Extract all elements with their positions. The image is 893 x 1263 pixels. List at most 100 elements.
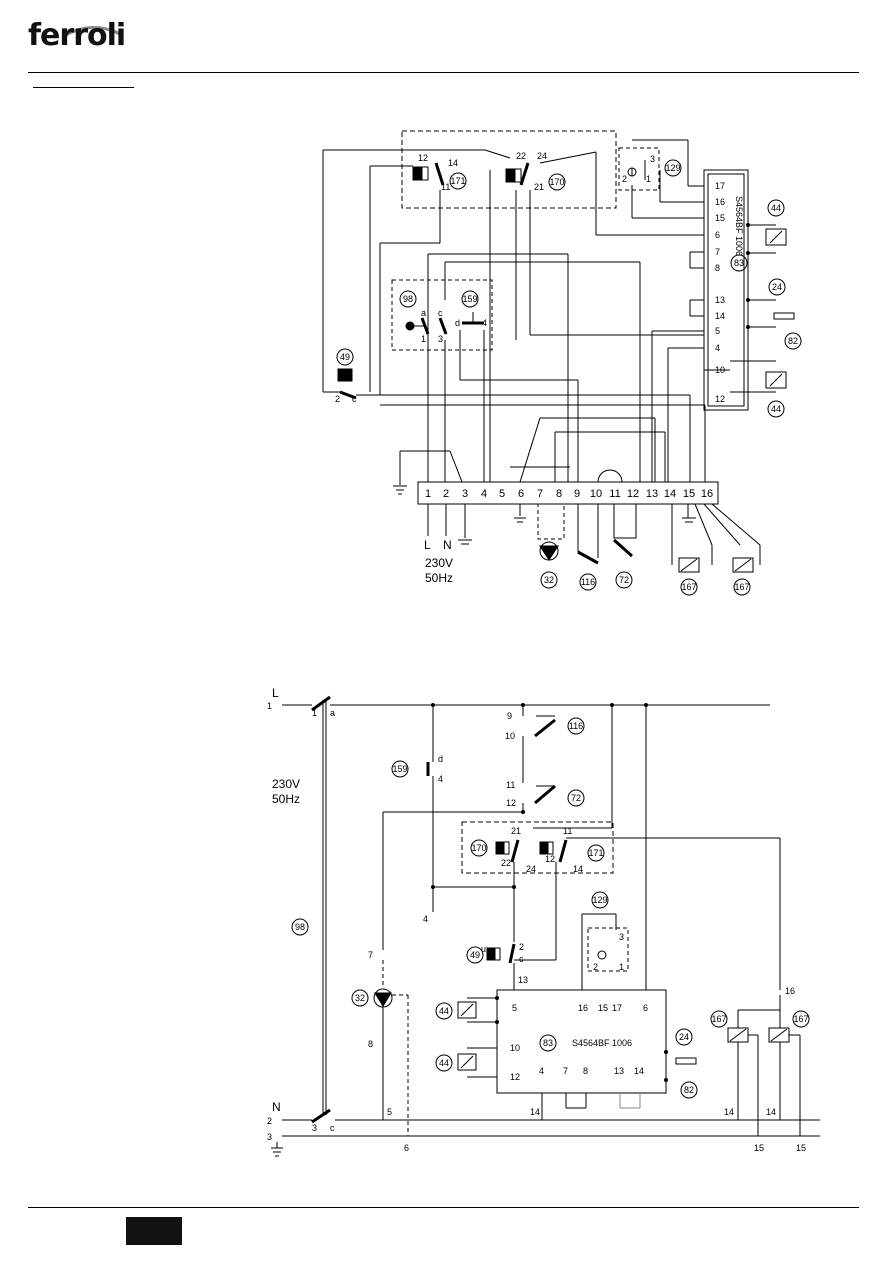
contact-12-bottom: 12 (545, 854, 555, 864)
contact-24-top: 24 (537, 151, 547, 161)
terminal-7: 7 (537, 488, 543, 500)
contact-1-98-top: 1 (421, 334, 426, 344)
ref-159-top: 159 (462, 294, 477, 304)
ref-171-bottom: 171 (588, 848, 603, 858)
contact-4-159-top: 4 (482, 318, 487, 328)
contact-c-98-bottom: c (330, 1123, 335, 1133)
pin-4-top: 4 (715, 343, 720, 353)
board-pin-17-bottom: 17 (612, 1003, 622, 1013)
controller-model-bottom: S4564BF 1006 (572, 1038, 632, 1048)
ref-24-bottom: 24 (679, 1032, 689, 1042)
contact-1-129-bottom: 1 (619, 962, 624, 972)
ref-82-bottom: 82 (684, 1085, 694, 1095)
contact-3-129-top: 3 (650, 154, 655, 164)
terminal-11: 11 (609, 488, 620, 500)
controller-model-top: S4564BF 1006 (734, 196, 744, 256)
contact-2-129-top: 2 (622, 174, 627, 184)
contact-14-bottom: 14 (573, 864, 583, 874)
terminal-10: 10 (590, 488, 602, 500)
contact-3-98-bottom: 3 (312, 1123, 317, 1133)
board-pin-14-bottom: 14 (634, 1066, 644, 1076)
board-pin-8-bottom: 8 (583, 1066, 588, 1076)
terminal-9: 9 (574, 488, 580, 500)
board-pin-10-bottom: 10 (510, 1043, 520, 1053)
ref-72-top: 72 (619, 575, 629, 585)
terminal-4: 4 (481, 488, 487, 500)
node-16-bottom: 16 (785, 986, 795, 996)
terminal-8: 8 (556, 488, 562, 500)
node-12-bottom: 12 (506, 798, 516, 808)
node-5-bottom: 5 (387, 1107, 392, 1117)
ref-32-bottom: 32 (355, 993, 365, 1003)
pin-17-top: 17 (715, 181, 725, 191)
terminal-13: 13 (646, 488, 658, 500)
terminal-12: 12 (627, 488, 639, 500)
pin-7-top: 7 (715, 247, 720, 257)
ref-82-top: 82 (788, 336, 798, 346)
board-pin-4-bottom: 4 (539, 1066, 544, 1076)
node-6-bottom: 6 (404, 1143, 409, 1153)
contact-11-bottom: 11 (563, 826, 572, 836)
ref-83-top: 83 (734, 258, 744, 268)
contact-3-98-top: 3 (438, 334, 443, 344)
contact-22-top: 22 (516, 151, 526, 161)
voltage-label-top: 230V (425, 556, 453, 570)
contact-2-129-bottom: 2 (593, 962, 598, 972)
pin-14-top: 14 (715, 311, 725, 321)
pin-13-top: 13 (715, 295, 725, 305)
pin-8-top: 8 (715, 263, 720, 273)
board-pin-6-bottom: 6 (643, 1003, 648, 1013)
neutral-label-bottom: N (272, 1100, 281, 1114)
node-15-bottom-a: 15 (754, 1143, 764, 1153)
node-11-bottom: 11 (506, 780, 515, 790)
ref-98-top: 98 (403, 294, 413, 304)
pin-5-top: 5 (715, 326, 720, 336)
board-pin-5-bottom: 5 (512, 1003, 517, 1013)
ref-167-bottom-b: 167 (793, 1014, 808, 1024)
terminal-14: 14 (664, 488, 676, 500)
ref-83-bottom: 83 (543, 1038, 553, 1048)
line-label-top: L (424, 538, 431, 552)
contact-c-49-bottom: c (519, 954, 524, 964)
contact-c-98-top: c (438, 308, 443, 318)
board-pin-15-bottom: 15 (598, 1003, 608, 1013)
ref-116-bottom: 116 (569, 721, 583, 731)
node-8-bottom: 8 (368, 1039, 373, 1049)
ref-98-bottom: 98 (295, 922, 305, 932)
page-number-block (126, 1217, 182, 1245)
ref-171-top: 171 (450, 176, 465, 186)
pin-15-top: 15 (715, 213, 725, 223)
ref-44-bottom-b: 44 (439, 1058, 449, 1068)
frequency-label-bottom: 50Hz (272, 792, 300, 806)
contact-11-top: 11 (441, 182, 450, 192)
contact-d-159-top: d (455, 318, 460, 328)
terminal-15: 15 (683, 488, 695, 500)
node-14-bottom-b: 14 (724, 1107, 734, 1117)
ref-44-bottom-a: 44 (439, 1006, 449, 1016)
contact-4-159-bottom: 4 (438, 774, 443, 784)
node-10-bottom: 10 (505, 731, 515, 741)
contact-2-49-top: 2 (335, 394, 340, 404)
board-pin-7-bottom: 7 (563, 1066, 568, 1076)
ref-116-top: 116 (581, 577, 595, 587)
terminal-5: 5 (499, 488, 505, 500)
ref-49-bottom: 49 (470, 950, 480, 960)
header-rule (28, 72, 859, 73)
pin-16-top: 16 (715, 197, 725, 207)
ref-170-top: 170 (549, 177, 564, 187)
contact-14-top: 14 (448, 158, 458, 168)
node-13-bottom: 13 (518, 975, 528, 985)
contact-u-49-bottom: u (481, 944, 486, 954)
board-pin-12-bottom: 12 (510, 1072, 520, 1082)
contact-3-129-bottom: 3 (619, 932, 624, 942)
contact-1-98-bottom: 1 (312, 708, 317, 718)
node-3-bottom: 3 (267, 1132, 272, 1142)
contact-d-159-bottom: d (438, 754, 443, 764)
contact-21-top: 21 (534, 182, 544, 192)
ref-167-top-a: 167 (681, 582, 696, 592)
contact-21-bottom: 21 (511, 826, 521, 836)
ref-129-top: 129 (665, 163, 680, 173)
contact-12-top: 12 (418, 153, 428, 163)
ref-32-top: 32 (544, 575, 554, 585)
neutral-label-top: N (443, 538, 452, 552)
